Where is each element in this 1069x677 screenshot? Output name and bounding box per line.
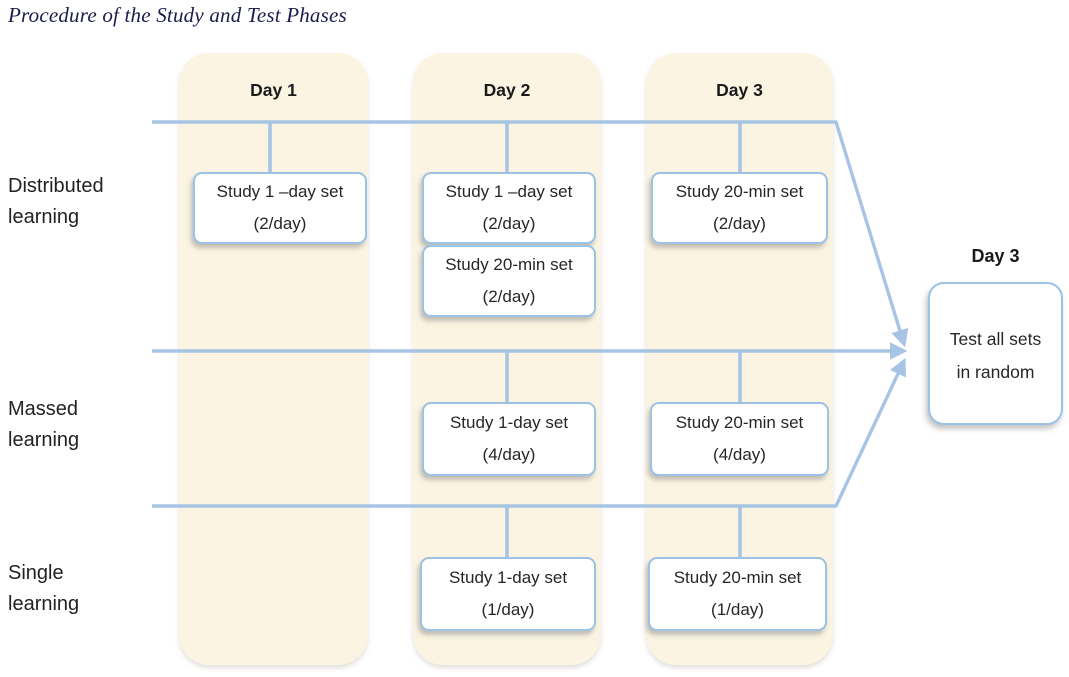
timeline-single-learning (152, 357, 906, 508)
study-box-distributed-day2-first: Study 1 –day set (2/day) (422, 172, 596, 244)
row-label-single-learning: Single learning (8, 562, 80, 615)
figure-title: Procedure of the Study and Test Phases (8, 3, 347, 27)
study-box-single-day2: Study 1-day set (1/day) (420, 557, 596, 631)
study-box-distributed-day1: Study 1 –day set (2/day) (193, 172, 367, 244)
row-label-massed-learning: Massed learning (8, 398, 80, 451)
day3-column-header: Day 3 (716, 80, 763, 100)
study-box-single-day3: Study 20-min set (1/day) (648, 557, 827, 631)
study-box-distributed-day3: Study 20-min set (2/day) (651, 172, 828, 244)
day1-column-header: Day 1 (250, 80, 297, 100)
day1-column: Day 1 (179, 53, 368, 665)
study-box-distributed-day2-second: Study 20-min set (2/day) (422, 245, 596, 317)
row-label-distributed-learning: Distributed learning (8, 175, 104, 228)
timeline-distributed-learning (152, 120, 909, 348)
study-box-massed-day3: Study 20-min set (4/day) (650, 402, 829, 476)
day2-column-header: Day 2 (483, 80, 531, 100)
test-phase-day-header: Day 3 (971, 246, 1020, 266)
test-phase-box: Test all sets in random (928, 282, 1063, 425)
study-box-massed-day2: Study 1-day set (4/day) (422, 402, 596, 476)
